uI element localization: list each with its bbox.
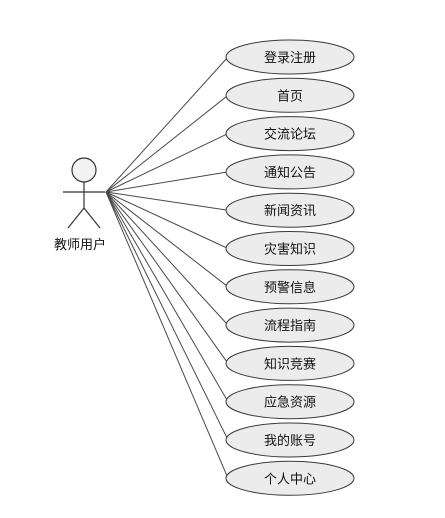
association-line-12 [105, 191, 229, 479]
use-case-label: 应急资源 [264, 395, 316, 411]
use-case-ellipse [225, 154, 355, 190]
association-line-1 [105, 56, 229, 193]
use-cases: 登录注册首页交流论坛通知公告新闻资讯灾害知识预警信息流程指南知识竞赛应急资源我的… [225, 39, 355, 496]
actor-teacher-user: 教师用户 [54, 157, 106, 253]
use-case-ellipse [225, 192, 355, 228]
use-case-label: 首页 [277, 89, 303, 104]
use-case-label: 流程指南 [264, 318, 316, 334]
association-line-11 [105, 191, 229, 441]
association-line-5 [105, 191, 229, 211]
use-case-5: 新闻资讯 [225, 192, 355, 228]
use-case-label: 知识竞赛 [264, 356, 316, 372]
association-line-2 [105, 94, 229, 193]
use-case-ellipse [225, 460, 355, 496]
use-case-7: 预警信息 [225, 269, 355, 305]
actor-left-leg [67, 207, 85, 229]
use-case-label: 新闻资讯 [264, 203, 316, 219]
use-case-ellipse [225, 384, 355, 420]
use-case-ellipse [225, 422, 355, 458]
use-case-11: 我的账号 [225, 422, 355, 458]
use-case-1: 登录注册 [225, 39, 355, 75]
use-case-9: 知识竞赛 [225, 345, 355, 381]
use-case-4: 通知公告 [225, 154, 355, 190]
use-case-8: 流程指南 [225, 307, 355, 343]
use-case-label: 灾害知识 [264, 242, 316, 258]
use-case-ellipse [225, 231, 355, 266]
association-line-7 [105, 191, 229, 288]
association-line-9 [105, 191, 229, 364]
use-case-ellipse [225, 39, 355, 75]
use-case-12: 个人中心 [225, 460, 355, 496]
use-case-label: 预警信息 [264, 280, 316, 296]
actor-right-leg [83, 207, 101, 229]
use-case-6: 灾害知识 [225, 231, 355, 266]
use-case-label: 个人中心 [264, 472, 316, 487]
association-line-10 [105, 191, 229, 402]
use-case-10: 应急资源 [225, 384, 355, 420]
use-case-label: 交流论坛 [264, 127, 316, 143]
use-case-label: 通知公告 [264, 165, 316, 181]
actor-name: 教师用户 [54, 237, 106, 253]
association-line-3 [105, 133, 229, 193]
actor-head [71, 157, 97, 183]
association-line-6 [105, 191, 229, 249]
use-case-ellipse [225, 307, 355, 343]
association-line-4 [105, 171, 229, 193]
use-case-ellipse [225, 345, 355, 381]
association-lines [105, 56, 229, 479]
use-case-ellipse [225, 269, 355, 305]
association-line-8 [105, 191, 229, 326]
use-case-2: 首页 [225, 77, 355, 113]
use-case-label: 登录注册 [264, 51, 316, 66]
use-case-ellipse [225, 77, 355, 113]
use-case-3: 交流论坛 [225, 116, 355, 152]
use-case-label: 我的账号 [264, 433, 316, 449]
use-case-ellipse [225, 116, 355, 152]
